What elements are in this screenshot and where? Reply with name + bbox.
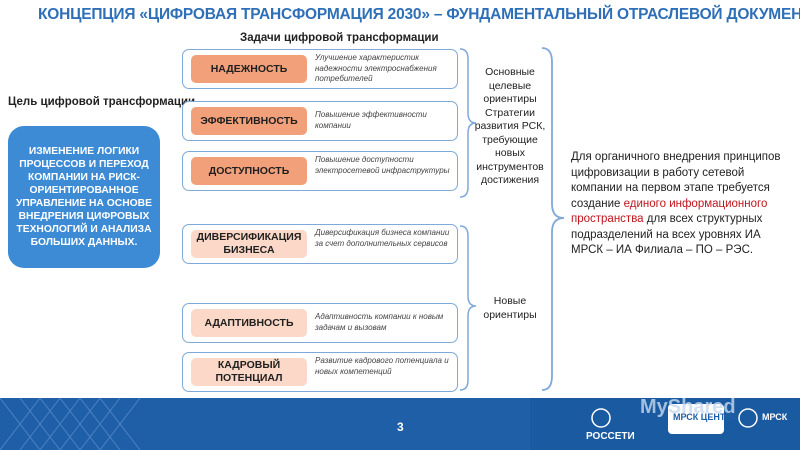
task-label: ДИВЕРСИФИКАЦИЯ БИЗНЕСА: [191, 230, 307, 258]
bracket-new: [459, 225, 477, 391]
task-row-adaptability: АДАПТИВНОСТЬ Адаптивность компании к нов…: [182, 303, 458, 343]
orient-main-text: Основные целевые ориентиры Стратегии раз…: [474, 66, 546, 186]
footer-bar: 3 MyShared РОССЕТИ МРСК ЦЕНТРА МРСК: [0, 396, 800, 450]
task-desc: Адаптивность компании к новым задачам и …: [315, 312, 444, 332]
task-row-efficiency: ЭФФЕКТИВНОСТЬ Повышение эффективности ко…: [182, 101, 458, 141]
goal-box: ИЗМЕНЕНИЕ ЛОГИКИ ПРОЦЕССОВ И ПЕРЕХОД КОМ…: [8, 126, 160, 268]
orient-new-text: Новые ориентиры: [483, 295, 537, 321]
logo-mrsk2: МРСК: [762, 412, 788, 422]
right-text-part1: Для органичного внедрения принципов цифр…: [571, 151, 781, 210]
task-desc: Повышение эффективности компании: [315, 110, 427, 130]
page-title: КОНЦЕПЦИЯ «ЦИФРОВАЯ ТРАНСФОРМАЦИЯ 2030» …: [38, 6, 800, 23]
watermark: MyShared: [640, 396, 736, 418]
bracket-main: [459, 48, 477, 198]
task-row-reliability: НАДЕЖНОСТЬ Улучшение характеристик надеж…: [182, 49, 458, 89]
task-desc: Диверсификация бизнеса компании за счет …: [315, 228, 450, 248]
logo-rosseti: РОССЕТИ: [586, 431, 635, 442]
logo-mrsk: МРСК ЦЕНТРА: [673, 412, 738, 422]
task-desc: Развитие кадрового потенциала и новых ко…: [315, 356, 449, 376]
right-text: Для органичного внедрения принципов цифр…: [571, 150, 789, 259]
bracket-all: [541, 47, 565, 391]
task-label: ЭФФЕКТИВНОСТЬ: [191, 107, 307, 135]
tasks-heading: Задачи цифровой трансформации: [240, 32, 439, 44]
right-text-highlight: единого информационного пространства: [571, 197, 768, 226]
task-label: ДОСТУПНОСТЬ: [191, 157, 307, 185]
task-label: НАДЕЖНОСТЬ: [191, 55, 307, 83]
goal-text: ИЗМЕНЕНИЕ ЛОГИКИ ПРОЦЕССОВ И ПЕРЕХОД КОМ…: [16, 146, 152, 248]
right-text-part2: для всех структурных подразделений на вс…: [571, 213, 763, 256]
footer-pattern: [0, 398, 800, 450]
task-desc: Повышение доступности электросетевой инф…: [315, 155, 450, 175]
task-row-diversification: ДИВЕРСИФИКАЦИЯ БИЗНЕСА Диверсификация би…: [182, 224, 458, 264]
task-label: КАДРОВЫЙ ПОТЕНЦИАЛ: [191, 358, 307, 386]
task-label: АДАПТИВНОСТЬ: [191, 309, 307, 337]
page-number: 3: [397, 420, 404, 434]
task-desc: Улучшение характеристик надежности элект…: [315, 53, 437, 83]
goal-heading: Цель цифровой трансформации: [8, 96, 196, 108]
task-row-accessibility: ДОСТУПНОСТЬ Повышение доступности электр…: [182, 151, 458, 191]
task-row-personnel: КАДРОВЫЙ ПОТЕНЦИАЛ Развитие кадрового по…: [182, 352, 458, 392]
